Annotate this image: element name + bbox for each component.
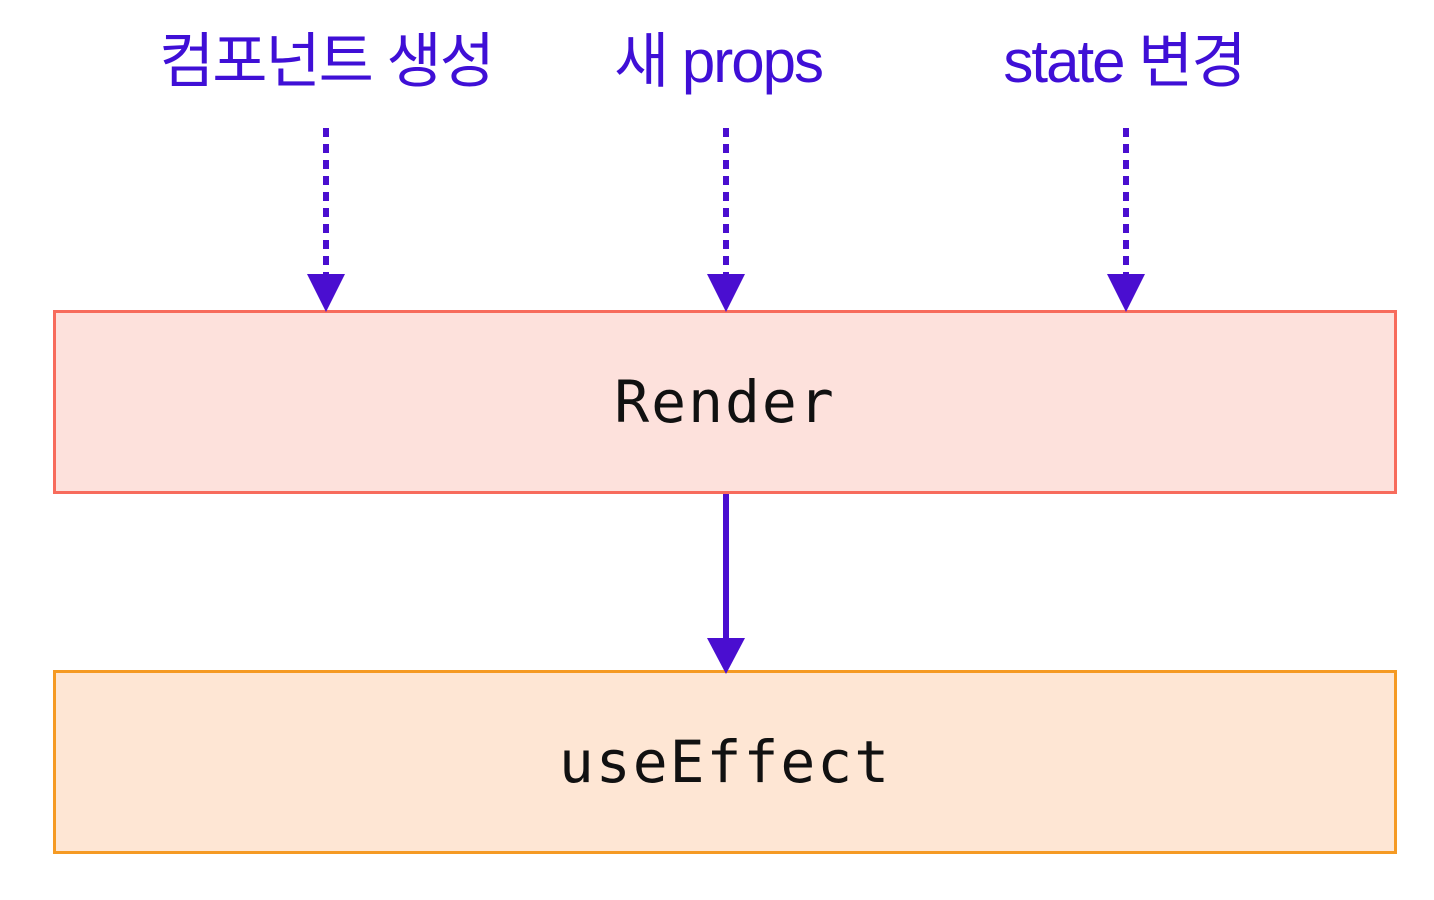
dotted-arrow-component-mount xyxy=(307,128,345,312)
arrow-head xyxy=(707,274,745,312)
trigger-label-new-props: 새 props xyxy=(614,28,824,95)
trigger-label-component-mount: 컴포넌트 생성 xyxy=(159,28,495,95)
arrow-head xyxy=(707,638,745,674)
solid-arrow-render-to-effect xyxy=(707,494,745,674)
use-effect-stage-label: useEffect xyxy=(558,728,892,796)
arrow-head xyxy=(307,274,345,312)
trigger-label-state-change: state 변경 xyxy=(1003,28,1246,95)
dotted-arrow-new-props xyxy=(707,128,745,312)
arrow-head xyxy=(1107,274,1145,312)
use-effect-stage-box: useEffect xyxy=(53,670,1397,854)
dotted-arrow-state-change xyxy=(1107,128,1145,312)
render-stage-box: Render xyxy=(53,310,1397,494)
render-stage-label: Render xyxy=(614,368,836,436)
